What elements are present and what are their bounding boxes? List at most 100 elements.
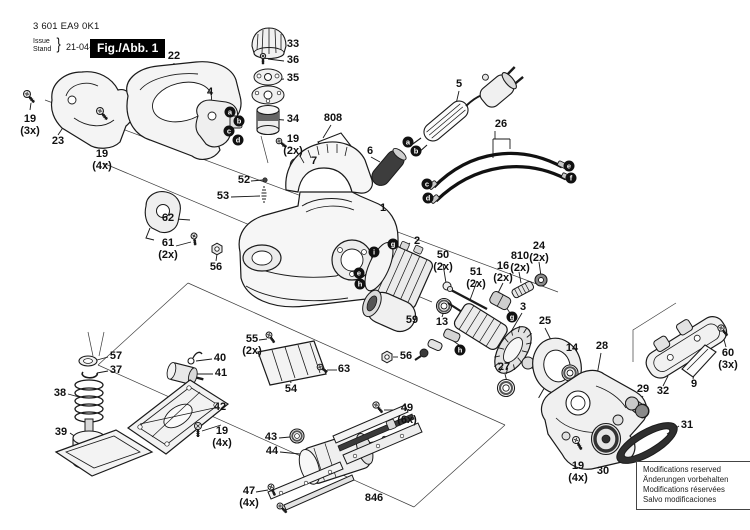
part-label-56: 56	[399, 350, 413, 362]
nut-56-left	[211, 242, 223, 256]
part-label-3: 3	[519, 301, 527, 313]
connector-badge-f: f	[565, 172, 577, 184]
connector-badge-a: a	[224, 106, 236, 118]
part-label-55: 55(2x)	[242, 333, 262, 357]
knob-33	[252, 28, 286, 59]
connector-16	[488, 290, 512, 311]
part-label-33: 33	[286, 38, 300, 50]
snap-ring-37	[82, 372, 97, 378]
connector-badge-d: d	[422, 192, 434, 204]
part-label-31: 31	[680, 419, 694, 431]
notice-line: Modifications réservées	[643, 485, 725, 494]
part-label-4: 4	[206, 86, 214, 98]
bearing-flange-35	[252, 69, 284, 104]
part-label-53: 53	[216, 190, 230, 202]
part-label-32: 32	[656, 385, 670, 397]
part-label-2: 2	[413, 235, 421, 247]
part-label-19: 19(4x)	[92, 148, 112, 172]
pulley-29	[626, 397, 650, 418]
screw-61	[189, 231, 200, 247]
connector-badge-e: e	[563, 160, 575, 172]
part-label-61: 61(2x)	[158, 237, 178, 261]
connector-badge-b: b	[410, 145, 422, 157]
issue-date: 21-04-29	[66, 42, 103, 52]
screw-rod-51	[447, 286, 487, 309]
part-label-19: 19(3x)	[20, 113, 40, 137]
issue-stand-label: Issue Stand	[33, 38, 51, 53]
part-label-49: 49(6x)	[397, 402, 417, 426]
connector-badge-a: a	[402, 136, 414, 148]
sleeve-59	[358, 286, 420, 336]
connector-badge-g: g	[506, 311, 518, 323]
part-label-1: 1	[379, 202, 387, 214]
part-label-16: 16(2x)	[493, 260, 513, 284]
nut-24	[535, 274, 547, 286]
sleeve-34	[257, 106, 279, 135]
part-label-59: 59	[405, 314, 419, 326]
part-label-51: 51(2x)	[466, 266, 486, 290]
part-label-60: 60(3x)	[718, 347, 738, 371]
part-label-28: 28	[595, 340, 609, 352]
grip-6	[368, 146, 408, 189]
part-label-25: 25	[538, 315, 552, 327]
part-label-23: 23	[51, 135, 65, 147]
part-label-29: 29	[636, 383, 650, 395]
power-cord-5	[410, 56, 526, 154]
part-label-54: 54	[284, 383, 298, 395]
connector-badge-d: d	[232, 134, 244, 146]
connector-badge-h: h	[354, 278, 366, 290]
part-label-810: 810(2x)	[510, 250, 530, 274]
screw-55	[263, 329, 278, 346]
issue-word: Issue	[33, 38, 50, 45]
part-label-52: 52	[237, 174, 251, 186]
part-label-56: 56	[209, 261, 223, 273]
connector-badge-i: i	[368, 246, 380, 258]
connector-badge-h: h	[454, 344, 466, 356]
wires-26	[428, 153, 572, 203]
part-label-6: 6	[366, 145, 374, 157]
pulley-30	[592, 424, 621, 455]
pin-40	[188, 352, 202, 364]
bearing-27	[498, 380, 515, 397]
bracket-62	[145, 192, 180, 240]
part-label-27: 27	[497, 361, 511, 373]
screw-19-topleft	[20, 87, 38, 106]
brace-glyph: }	[56, 36, 61, 53]
part-label-30: 30	[596, 465, 610, 477]
blade-clamp-bars-bottom	[268, 462, 354, 510]
spring-pin-53	[262, 187, 267, 202]
part-label-36: 36	[286, 54, 300, 66]
blade-clamp-bars-top	[333, 405, 422, 464]
part-label-39: 39	[54, 426, 68, 438]
part-number-code: 3 601 EA9 0K1	[33, 21, 100, 32]
part-label-19: 19(4x)	[212, 425, 232, 449]
part-label-47: 47(4x)	[239, 485, 259, 509]
terminal-studs-h	[415, 328, 461, 360]
part-label-43: 43	[264, 431, 278, 443]
part-label-35: 35	[286, 72, 300, 84]
part-label-808: 808	[323, 112, 343, 124]
stud-810	[511, 280, 535, 298]
connector-badge-e: e	[353, 267, 365, 279]
part-label-38: 38	[53, 387, 67, 399]
notice-line: Änderungen vorbehalten	[643, 475, 729, 484]
part-label-19: 19(4x)	[568, 460, 588, 484]
planer-blade-9	[682, 345, 716, 377]
part-label-63: 63	[337, 363, 351, 375]
part-label-24: 24(2x)	[529, 240, 549, 264]
part-label-5: 5	[455, 78, 463, 90]
nut-56-center	[381, 350, 393, 364]
part-label-19: 19(2x)	[283, 133, 303, 157]
guard-plate-54	[258, 341, 326, 385]
screw-49	[370, 399, 386, 416]
connector-badge-c: c	[421, 178, 433, 190]
part-label-62: 62	[161, 212, 175, 224]
part-label-14: 14	[565, 342, 579, 354]
part-label-42: 42	[213, 401, 227, 413]
notice-line: Modifications reserved	[643, 465, 722, 474]
connector-badge-g: g	[387, 238, 399, 250]
base-plate-42	[128, 380, 228, 454]
